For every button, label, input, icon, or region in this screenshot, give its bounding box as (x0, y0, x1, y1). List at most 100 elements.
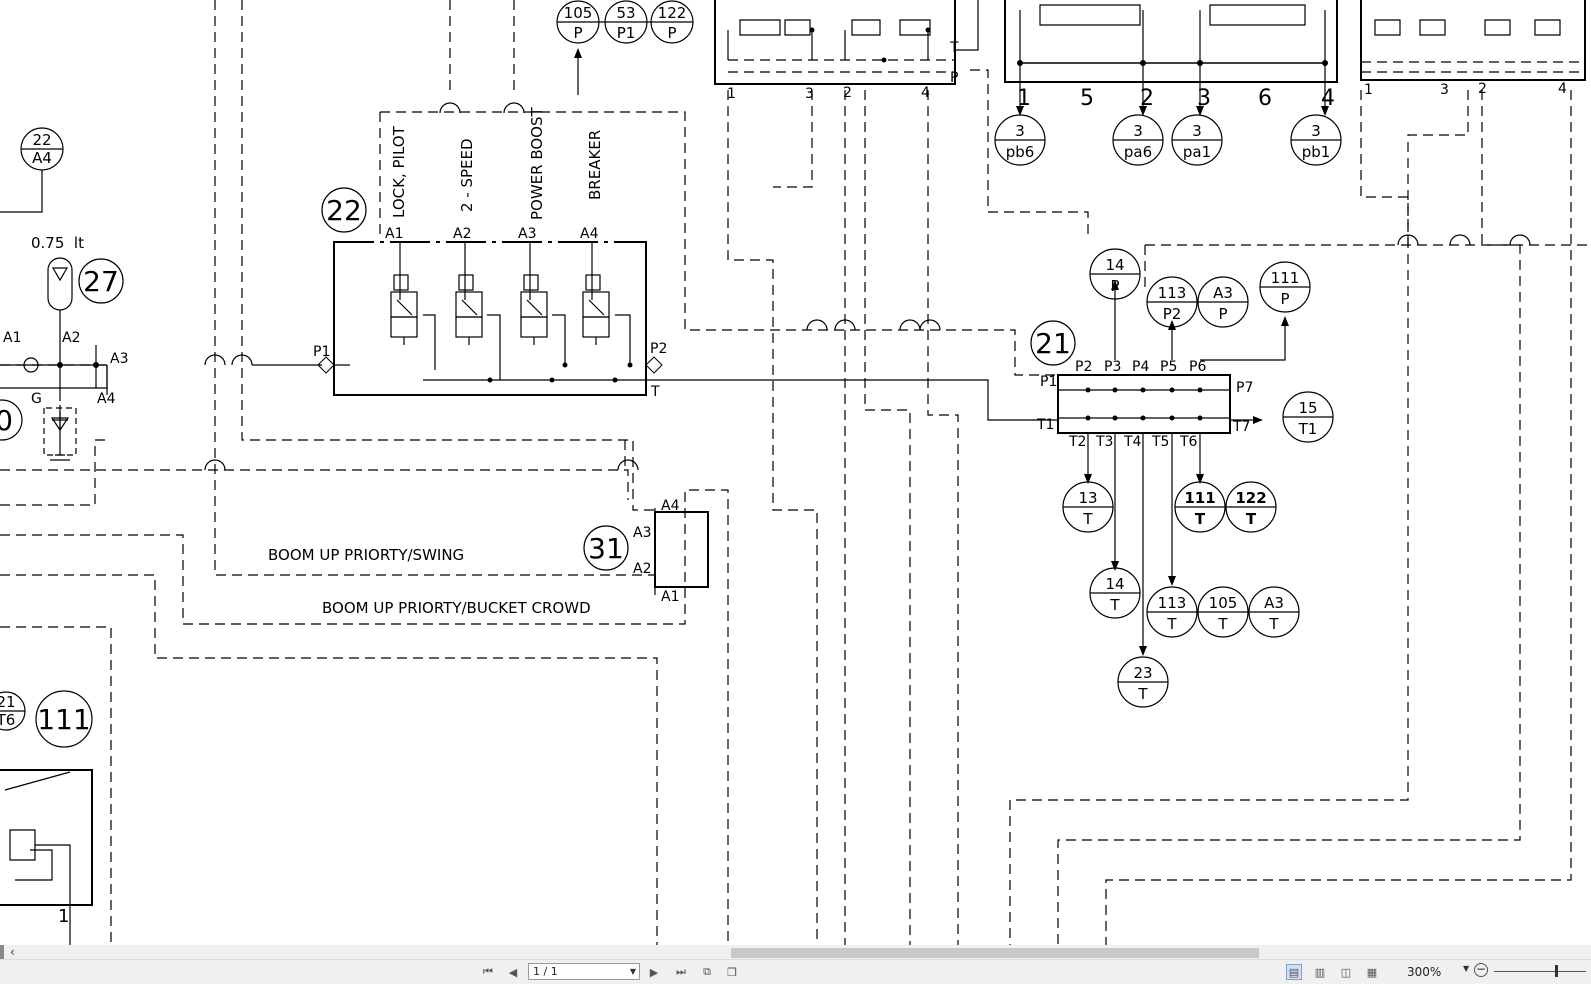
ref-105-t-top: 105 (1209, 594, 1238, 612)
pilot-lines (0, 0, 1591, 945)
label-lock-pilot: LOCK, PILOT (390, 125, 408, 218)
ref-111-p-top: 111 (1271, 269, 1300, 287)
zoom-slider-thumb[interactable] (1555, 965, 1558, 977)
port-left-a4: A4 (97, 391, 116, 407)
top-valve-port-t: T (949, 40, 959, 56)
two-page-continuous-icon[interactable]: ▦ (1366, 965, 1378, 979)
top-right-valve-port-4: 4 (1558, 81, 1567, 97)
continuous-view-icon[interactable]: ▥ (1314, 965, 1326, 979)
first-page-icon[interactable]: ⏮ (483, 965, 493, 978)
ref-105-p-bot: P (573, 24, 582, 42)
ref-14-t-top: 14 (1105, 575, 1124, 593)
center-port-3: 3 (1197, 86, 1211, 111)
ref-21-t6-bot: T6 (0, 711, 15, 729)
ref-a3-t-top: A3 (1264, 594, 1284, 612)
port-31-a1: A1 (661, 589, 679, 605)
port-22-t: T (650, 384, 660, 400)
port-22-a1: A1 (385, 226, 403, 242)
top-right-valve-port-3: 3 (1440, 82, 1449, 98)
component-21-number: 21 (1035, 327, 1071, 360)
center-port-6: 6 (1258, 86, 1272, 111)
ref-113-p2-bot: P2 (1163, 305, 1182, 323)
top-valve-group-center (1004, 0, 1338, 110)
port-21-t3: T3 (1095, 434, 1113, 450)
single-page-view-icon[interactable]: ▤ (1286, 964, 1302, 980)
center-port-5: 5 (1080, 86, 1094, 111)
port-left-g: G (31, 391, 42, 407)
ref-3-pb6-bot: pb6 (1006, 143, 1035, 161)
ref-122-t-top: 122 (1235, 489, 1266, 507)
center-port-1: 1 (1017, 86, 1031, 111)
last-page-icon[interactable]: ⏭ (676, 965, 686, 978)
ref-a3-p-top: A3 (1213, 284, 1233, 302)
ref-14-p-top: 14 (1105, 256, 1124, 274)
accumulator-27-icon (23, 257, 73, 432)
ref-122-p-top: 122 (658, 4, 687, 22)
page-dropdown-icon[interactable]: ▼ (629, 967, 636, 976)
ref-3-pa1-top: 3 (1192, 122, 1202, 140)
ref-3-pa6-top: 3 (1133, 122, 1143, 140)
component-111-number: 111 (37, 703, 90, 736)
page-number-field[interactable]: 1 / 1 ▼ (528, 963, 640, 980)
port-21-t5: T5 (1151, 434, 1169, 450)
ref-22-a4-bot: A4 (32, 149, 52, 167)
port-21-p3: P3 (1104, 359, 1121, 375)
port-31-a3: A3 (633, 525, 651, 541)
component-22-number: 22 (326, 194, 362, 227)
block-31-body (654, 508, 709, 595)
port-left-a1: A1 (3, 330, 21, 346)
zoom-slider[interactable] (1494, 971, 1586, 972)
top-valve-port-p: P (950, 70, 958, 86)
port-21-p6: P6 (1189, 359, 1206, 375)
top-valve-port-4: 4 (921, 85, 930, 101)
top-valve-port-1: 1 (727, 86, 736, 102)
zoom-out-icon[interactable]: − (1474, 962, 1488, 977)
ref-15-t1-top: 15 (1298, 399, 1317, 417)
port-22-p1: P1 (313, 344, 330, 360)
top-right-valve-port-1: 1 (1364, 82, 1373, 98)
port-21-t6: T6 (1179, 434, 1198, 450)
label-breaker: BREAKER (586, 130, 604, 200)
port-left-a3: A3 (110, 351, 128, 367)
top-valve-port-2: 2 (843, 85, 852, 101)
scroll-left-icon[interactable]: ‹ (10, 945, 15, 959)
ref-122-p-bot: P (667, 24, 676, 42)
ref-21-t6-top: 21 (0, 693, 16, 711)
top-valve-group-left (714, 0, 979, 85)
label-power-boost: POWER BOOST (528, 106, 546, 220)
ref-a3-p-bot: P (1218, 305, 1227, 323)
ref-3-pb1-bot: pb1 (1302, 143, 1331, 161)
two-page-view-icon[interactable]: ◫ (1340, 965, 1352, 979)
solenoid-valves (390, 274, 610, 345)
port-21-p7: P7 (1236, 380, 1253, 396)
label-2-speed: 2 - SPEED (458, 138, 476, 212)
status-bar: ⏮ ◀ 1 / 1 ▼ ▶ ⏭ ⧉ ❐ ▤ ▥ ◫ ▦ 300% ▼ − (0, 959, 1591, 984)
zoom-level[interactable]: 300% (1407, 965, 1442, 979)
ref-3-pb6-top: 3 (1015, 122, 1025, 140)
ref-111-t-top: 111 (1184, 489, 1215, 507)
zoom-dropdown-icon[interactable]: ▼ (1463, 964, 1470, 973)
component-partial-number: 0 (0, 404, 13, 437)
scrollbar-thumb[interactable] (731, 948, 1259, 958)
port-22-a3: A3 (518, 226, 536, 242)
port-21-p1: P1 (1040, 374, 1057, 390)
ref-113-p2-top: 113 (1158, 284, 1187, 302)
ref-122-t-bot: T (1246, 510, 1257, 528)
port-22-a4: A4 (580, 226, 599, 242)
top-valve-port-3: 3 (805, 86, 814, 102)
page-indicator-text: 1 / 1 (533, 965, 558, 978)
next-page-icon[interactable]: ▶ (649, 965, 659, 979)
copy-view-icon[interactable]: ❐ (727, 965, 737, 979)
label-boom-swing: BOOM UP PRIORTY/SWING (268, 546, 464, 564)
horizontal-scrollbar[interactable]: ‹ (0, 945, 1591, 959)
port-left-a2: A2 (62, 330, 80, 346)
ref-14-t-bot: T (1109, 596, 1120, 614)
rotate-page-icon[interactable]: ⧉ (703, 965, 711, 978)
ref-13-t-top: 13 (1078, 489, 1097, 507)
flow-arrows (317, 48, 1329, 656)
component-27-number: 27 (83, 265, 119, 298)
ref-14-p-bot: P (1110, 277, 1119, 295)
previous-page-icon[interactable]: ◀ (508, 965, 518, 979)
ref-a3-t-bot: T (1268, 615, 1279, 633)
port-21-t2: T2 (1068, 434, 1086, 450)
